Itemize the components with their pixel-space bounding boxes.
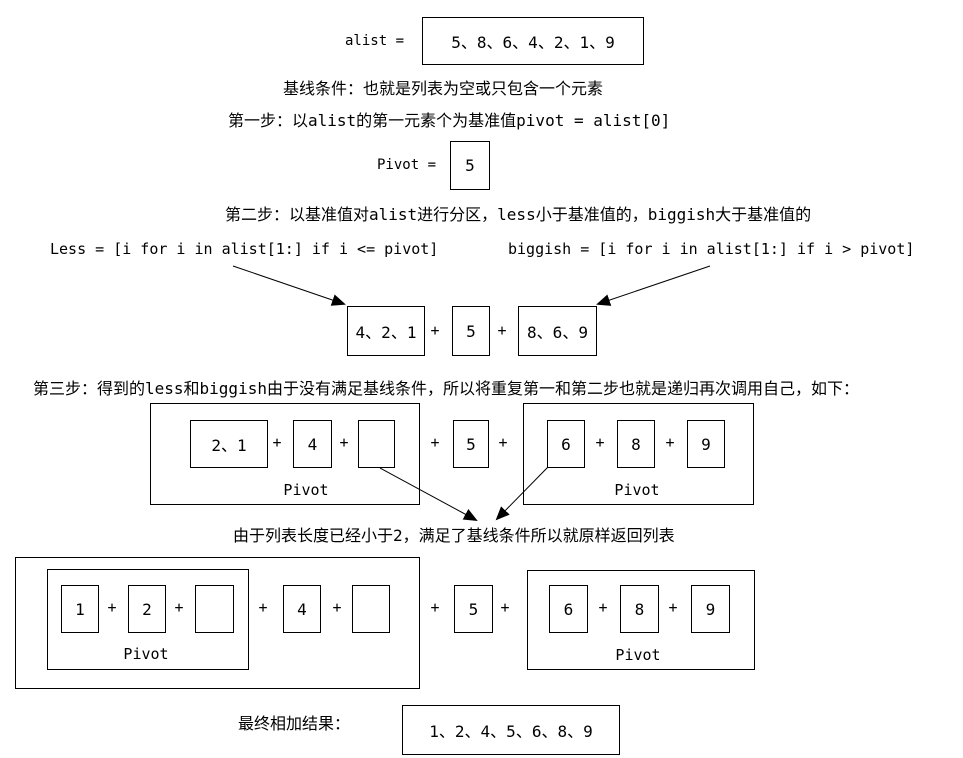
note-step1: 第一步：以alist的第一元素个为基准值pivot = alist[0] bbox=[228, 111, 671, 130]
plus-operator: + bbox=[430, 321, 440, 340]
plus-operator: + bbox=[665, 433, 675, 452]
result-box: 1、2、4、5、6、8、9 bbox=[402, 705, 620, 755]
result-label: 最终相加结果： bbox=[238, 714, 351, 733]
note-base-case-return: 由于列表长度已经小于2，满足了基线条件所以就原样返回列表 bbox=[233, 526, 675, 545]
plus-operator: + bbox=[430, 433, 440, 452]
recursion-left-pivot-label: Pivot bbox=[283, 481, 329, 499]
returned-inner-item-box: 2 bbox=[128, 585, 166, 633]
returned-inner-item: 1 bbox=[75, 599, 85, 619]
recursion-right-item: 8 bbox=[631, 434, 641, 454]
note-step3: 第三步：得到的less和biggish由于没有满足基线条件，所以将重复第一和第二… bbox=[33, 379, 859, 398]
alist-label: alist = bbox=[345, 33, 405, 49]
recursion-left-item: 4 bbox=[307, 434, 318, 454]
alist-values: 5、8、6、4、2、1、9 bbox=[451, 33, 615, 52]
returned-left-item-box: 4 bbox=[283, 585, 321, 633]
returned-right-group-box bbox=[527, 570, 755, 670]
returned-right-item: 6 bbox=[563, 599, 574, 619]
plus-operator: + bbox=[498, 433, 508, 452]
recursion-right-pivot-label: Pivot bbox=[614, 481, 660, 499]
recursion-right-group-box bbox=[523, 403, 754, 505]
returned-middle-box: 5 bbox=[454, 585, 493, 633]
result-value: 1、2、4、5、6、8、9 bbox=[429, 722, 593, 741]
partition1-pivot-box: 5 bbox=[452, 306, 490, 356]
pivot-value: 5 bbox=[465, 156, 475, 175]
plus-operator: + bbox=[497, 321, 507, 340]
recursion-left-item: 2、1 bbox=[211, 436, 247, 455]
plus-operator: + bbox=[272, 433, 282, 452]
returned-left-empty-box bbox=[352, 585, 390, 633]
arrow-less-to-partition-icon bbox=[232, 265, 346, 306]
recursion-right-item-box: 9 bbox=[687, 420, 725, 468]
biggish-comprehension: biggish = [i for i in alist[1:] if i > p… bbox=[508, 240, 915, 258]
partition1-less: 4、2、1 bbox=[355, 323, 417, 342]
returned-right-item-box: 8 bbox=[620, 585, 659, 633]
plus-operator: + bbox=[332, 598, 342, 617]
partition1-biggish: 8、6、9 bbox=[527, 323, 588, 342]
pivot-box: 5 bbox=[450, 141, 490, 190]
recursion-right-item-box: 6 bbox=[547, 420, 585, 468]
recursion-left-item-box: 4 bbox=[293, 420, 332, 468]
plus-operator: + bbox=[339, 433, 349, 452]
partition1-less-box: 4、2、1 bbox=[347, 306, 425, 356]
pivot-label: Pivot = bbox=[377, 157, 437, 173]
partition1-pivot: 5 bbox=[466, 321, 476, 341]
recursion-right-item: 6 bbox=[561, 434, 571, 454]
recursion-left-item-box: 2、1 bbox=[190, 420, 268, 468]
partition1-biggish-box: 8、6、9 bbox=[518, 306, 597, 356]
returned-left-outer-box bbox=[15, 557, 420, 689]
returned-right-item-box: 6 bbox=[549, 585, 588, 633]
plus-operator: + bbox=[668, 598, 678, 617]
plus-operator: + bbox=[174, 598, 184, 617]
returned-right-pivot-label: Pivot bbox=[615, 646, 661, 664]
returned-right-item: 8 bbox=[634, 599, 645, 619]
recursion-right-item-box: 8 bbox=[617, 420, 655, 468]
returned-left-item: 4 bbox=[297, 599, 307, 619]
returned-right-item-box: 9 bbox=[691, 585, 730, 633]
note-base-condition: 基线条件：也就是列表为空或只包含一个元素 bbox=[283, 79, 604, 98]
note-step2: 第二步：以基准值对alist进行分区，less小于基准值的，biggish大于基… bbox=[225, 205, 812, 224]
returned-inner-item: 2 bbox=[142, 599, 152, 619]
plus-operator: + bbox=[598, 598, 608, 617]
plus-operator: + bbox=[430, 598, 440, 617]
returned-middle-value: 5 bbox=[468, 599, 479, 619]
plus-operator: + bbox=[500, 598, 510, 617]
alist-box: 5、8、6、4、2、1、9 bbox=[422, 17, 644, 65]
arrow-biggish-to-partition-icon bbox=[596, 265, 711, 306]
returned-right-item: 9 bbox=[705, 599, 716, 619]
returned-inner-item-box: 1 bbox=[61, 585, 99, 633]
less-comprehension: Less = [i for i in alist[1:] if i <= piv… bbox=[50, 240, 439, 258]
returned-inner-group-box bbox=[47, 569, 249, 670]
plus-operator: + bbox=[107, 598, 117, 617]
recursion-left-group-box bbox=[150, 403, 420, 505]
returned-inner-empty-box bbox=[195, 585, 234, 633]
recursion-left-empty-box bbox=[358, 420, 395, 468]
recursion-middle-box: 5 bbox=[453, 420, 489, 468]
returned-inner-pivot-label: Pivot bbox=[123, 645, 169, 663]
plus-operator: + bbox=[258, 598, 268, 617]
recursion-middle-value: 5 bbox=[466, 434, 476, 454]
recursion-right-item: 9 bbox=[701, 434, 711, 454]
plus-operator: + bbox=[595, 433, 605, 452]
